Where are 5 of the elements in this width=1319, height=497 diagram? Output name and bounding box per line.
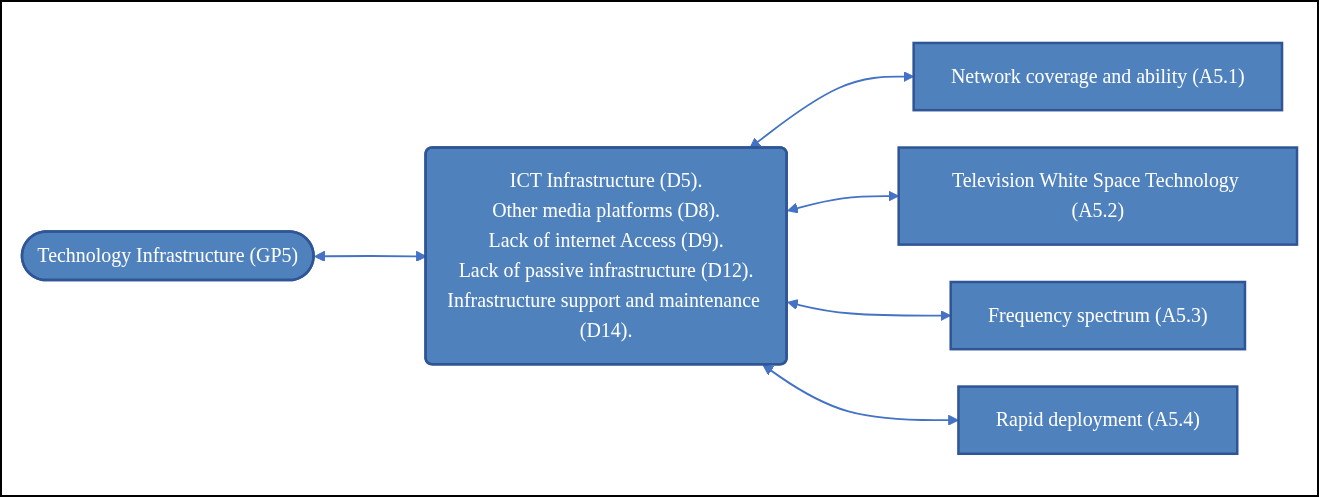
node-box: Television White Space Technology (A5.2) (897, 146, 1299, 246)
node-box: Rapid deployment (A5.4) (957, 385, 1239, 456)
node-box: Frequency spectrum (A5.3) (949, 280, 1247, 351)
arrow (762, 364, 959, 426)
node-box: Network coverage and ability (A5.1) (912, 41, 1284, 112)
